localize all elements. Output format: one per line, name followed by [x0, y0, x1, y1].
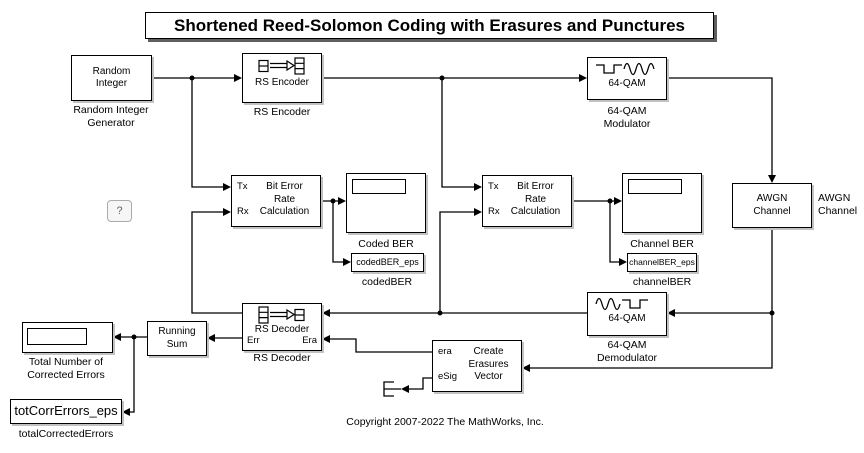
block-running-sum[interactable]: Running Sum [147, 321, 207, 356]
wire-coded-ber-out[interactable] [321, 197, 351, 266]
block-awgn-channel[interactable]: AWGN Channel [732, 183, 812, 228]
wire-demodulator-to-decoder[interactable] [322, 309, 587, 317]
wire-branch-to-totcorr-workspace[interactable] [122, 337, 135, 416]
wire-running-sum-to-display[interactable] [113, 333, 147, 341]
port-rx: Rx [237, 206, 249, 218]
block-create-erasures-vector[interactable]: era Create Erasures eSig Vector [432, 340, 522, 392]
block-rs-encoder[interactable]: RS Encoder [242, 53, 322, 103]
label-rs-decoder: RS Decoder [253, 352, 311, 364]
block-total-errors-display[interactable] [22, 322, 113, 353]
wire-modulator-to-awgn[interactable] [667, 77, 776, 183]
block-rs-decoder[interactable]: RS Decoder Err Era [242, 303, 322, 351]
port-tx: Tx [237, 181, 248, 193]
copyright-note: Copyright 2007-2022 The MathWorks, Inc. [346, 416, 544, 428]
label-coded-ber: Coded BER [358, 238, 414, 250]
block-channel-ber-display[interactable] [622, 173, 702, 233]
port-rx: Rx [488, 206, 500, 218]
wire-branch-rx-channel-ber[interactable] [439, 208, 482, 313]
wire-esig-to-terminator[interactable] [401, 377, 432, 393]
display-screen [27, 328, 87, 345]
block-text: Integer [95, 78, 128, 89]
diagram-title-text: Shortened Reed-Solomon Coding with Erasu… [173, 15, 685, 35]
block-text: RS Encoder [255, 77, 309, 88]
block-text: Sum [166, 338, 188, 350]
modulator-wave-icon [588, 61, 666, 77]
wire-branch-to-create-erasures[interactable] [522, 313, 773, 372]
port-err: Err [247, 334, 260, 346]
block-text: Random [92, 65, 131, 77]
label-random-integer-generator: Random Integer Generator [73, 104, 149, 129]
wire-err-to-running-sum[interactable] [207, 334, 242, 342]
label-total-corrected-errors: Total Number of Corrected Errors [27, 356, 105, 381]
port-tx: Tx [488, 181, 499, 193]
display-screen [628, 179, 682, 194]
block-text: RS Decoder [254, 324, 310, 335]
block-64qam-modulator[interactable]: 64-QAM [587, 57, 667, 100]
block-text: Running [158, 326, 196, 337]
block-totcorrerrors-workspace[interactable]: totCorrErrors_eps [10, 399, 122, 424]
label-channelber: channelBER [632, 276, 692, 288]
label-channel-ber: Channel BER [630, 238, 694, 250]
block-text: AWGN [756, 193, 788, 204]
block-text: 64-QAM [608, 78, 646, 89]
help-question-icon: ? [116, 205, 123, 217]
label-totalcorrectederrors: totalCorrectedErrors [18, 428, 114, 440]
rs-decoder-icon [243, 306, 321, 324]
block-text: Channel [753, 205, 791, 217]
wire-branch-tx-channel-ber[interactable] [441, 78, 482, 191]
wire-era-to-decoder[interactable] [322, 335, 432, 353]
wire-decoder-out-to-rx-coded-ber[interactable] [191, 208, 242, 314]
label-rs-encoder: RS Encoder [253, 106, 311, 118]
display-screen [352, 179, 406, 194]
label-64qam-demodulator: 64-QAM Demodulator [596, 339, 658, 364]
wire-encoder-to-modulator[interactable] [322, 74, 587, 82]
diagram-title: Shortened Reed-Solomon Coding with Erasu… [145, 12, 714, 39]
port-era: Era [302, 334, 317, 346]
block-ber-calculation-coded[interactable]: Tx Bit Error Rate Rx Calculation [231, 175, 321, 227]
label-awgn-channel: AWGN Channel [818, 192, 858, 217]
label-codedber: codedBER [361, 276, 413, 288]
demodulator-wave-icon [588, 296, 666, 312]
wire-channel-ber-out[interactable] [572, 197, 627, 266]
block-text: 64-QAM [608, 313, 646, 324]
wire-random-to-encoder[interactable] [152, 74, 242, 82]
block-ber-calculation-channel[interactable]: Tx Bit Error Rate Rx Calculation [482, 175, 572, 227]
terminator-icon[interactable] [383, 381, 401, 397]
label-64qam-modulator: 64-QAM Modulator [603, 105, 651, 130]
block-coded-ber-display[interactable] [346, 173, 426, 233]
block-random-integer-generator[interactable]: Random Integer [71, 55, 152, 101]
port-esig-out: eSig [438, 371, 458, 383]
block-channelber-workspace[interactable]: channelBER_eps [627, 253, 697, 272]
block-codedber-workspace[interactable]: codedBER_eps [351, 253, 424, 272]
block-64qam-demodulator[interactable]: 64-QAM [587, 292, 667, 336]
rs-encoder-icon [243, 57, 321, 75]
help-button[interactable]: ? [107, 200, 132, 222]
port-era-out: era [438, 346, 452, 358]
wire-branch-tx-coded-ber[interactable] [191, 78, 231, 191]
